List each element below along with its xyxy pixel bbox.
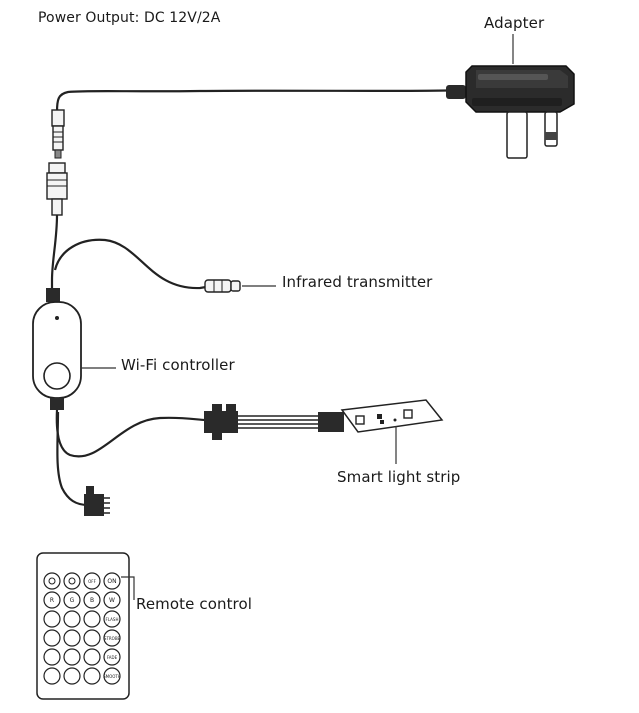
remote-button-b-label: B bbox=[90, 597, 94, 604]
strip-cable bbox=[55, 409, 206, 458]
remote-button-r5c1 bbox=[43, 648, 61, 666]
remote-button-r3c2 bbox=[63, 610, 81, 628]
remote-button-row1-3 bbox=[83, 572, 101, 590]
remote-button-row1-4-label: ON bbox=[107, 578, 116, 585]
remote-leader bbox=[121, 576, 135, 600]
remote-button-r3c1 bbox=[43, 610, 61, 628]
smart-light-strip-label: Smart light strip bbox=[337, 468, 461, 486]
adapter-label: Adapter bbox=[484, 14, 545, 32]
controller-input-cable bbox=[50, 214, 59, 296]
light-strip-icon bbox=[340, 399, 444, 433]
remote-button-row1-1 bbox=[43, 572, 61, 590]
remote-button-flash-label: FLASH bbox=[106, 617, 119, 622]
remote-button-r6c3 bbox=[83, 667, 101, 685]
remote-button-row1-2-icon bbox=[68, 577, 76, 585]
remote-button-row1-2 bbox=[63, 572, 81, 590]
remote-button-r5c2 bbox=[63, 648, 81, 666]
dc-socket-icon bbox=[46, 162, 68, 216]
power-output-label: Power Output: DC 12V/2A bbox=[38, 10, 221, 26]
remote-button-r5c3 bbox=[83, 648, 101, 666]
remote-control-label: Remote control bbox=[136, 595, 253, 613]
remote-button-b bbox=[83, 591, 101, 609]
remote-button-w-label: W bbox=[109, 597, 115, 604]
remote-button-row1-3-label: OFF bbox=[88, 579, 96, 584]
remote-button-smooth-label: SMOOTH bbox=[103, 674, 121, 679]
remote-button-smooth bbox=[103, 667, 121, 685]
wifi-controller-label: Wi-Fi controller bbox=[121, 356, 235, 374]
aux-cable bbox=[56, 411, 89, 507]
remote-button-r-label: R bbox=[50, 597, 54, 604]
ir-cable bbox=[53, 238, 207, 290]
remote-button-strobe-label: STROBE bbox=[104, 636, 121, 641]
remote-button-g-label: G bbox=[70, 597, 75, 604]
remote-button-r4c1 bbox=[43, 629, 61, 647]
infrared-transmitter-label: Infrared transmitter bbox=[282, 273, 433, 291]
remote-button-r bbox=[43, 591, 61, 609]
remote-button-row1-1-icon bbox=[48, 577, 56, 585]
remote-button-r4c2 bbox=[63, 629, 81, 647]
remote-button-r3c3 bbox=[83, 610, 101, 628]
remote-button-r6c2 bbox=[63, 667, 81, 685]
remote-control-icon: OFF ON R G B W FLASH STROBE FADE SMOOTH bbox=[36, 552, 130, 700]
remote-button-r6c1 bbox=[43, 667, 61, 685]
remote-button-w bbox=[103, 591, 121, 609]
remote-button-strobe bbox=[103, 629, 121, 647]
remote-button-flash bbox=[103, 610, 121, 628]
wifi-controller-icon bbox=[32, 288, 82, 410]
strip-connector-icon bbox=[204, 404, 344, 440]
remote-button-g bbox=[63, 591, 81, 609]
aux-connector-icon bbox=[84, 486, 110, 516]
dc-plug-icon bbox=[51, 109, 65, 159]
remote-button-r4c3 bbox=[83, 629, 101, 647]
adapter-icon bbox=[55, 65, 575, 159]
remote-button-fade bbox=[103, 648, 121, 666]
remote-button-row1-4 bbox=[103, 572, 121, 590]
remote-button-fade-label: FADE bbox=[107, 655, 118, 660]
infrared-transmitter-icon bbox=[204, 279, 241, 293]
